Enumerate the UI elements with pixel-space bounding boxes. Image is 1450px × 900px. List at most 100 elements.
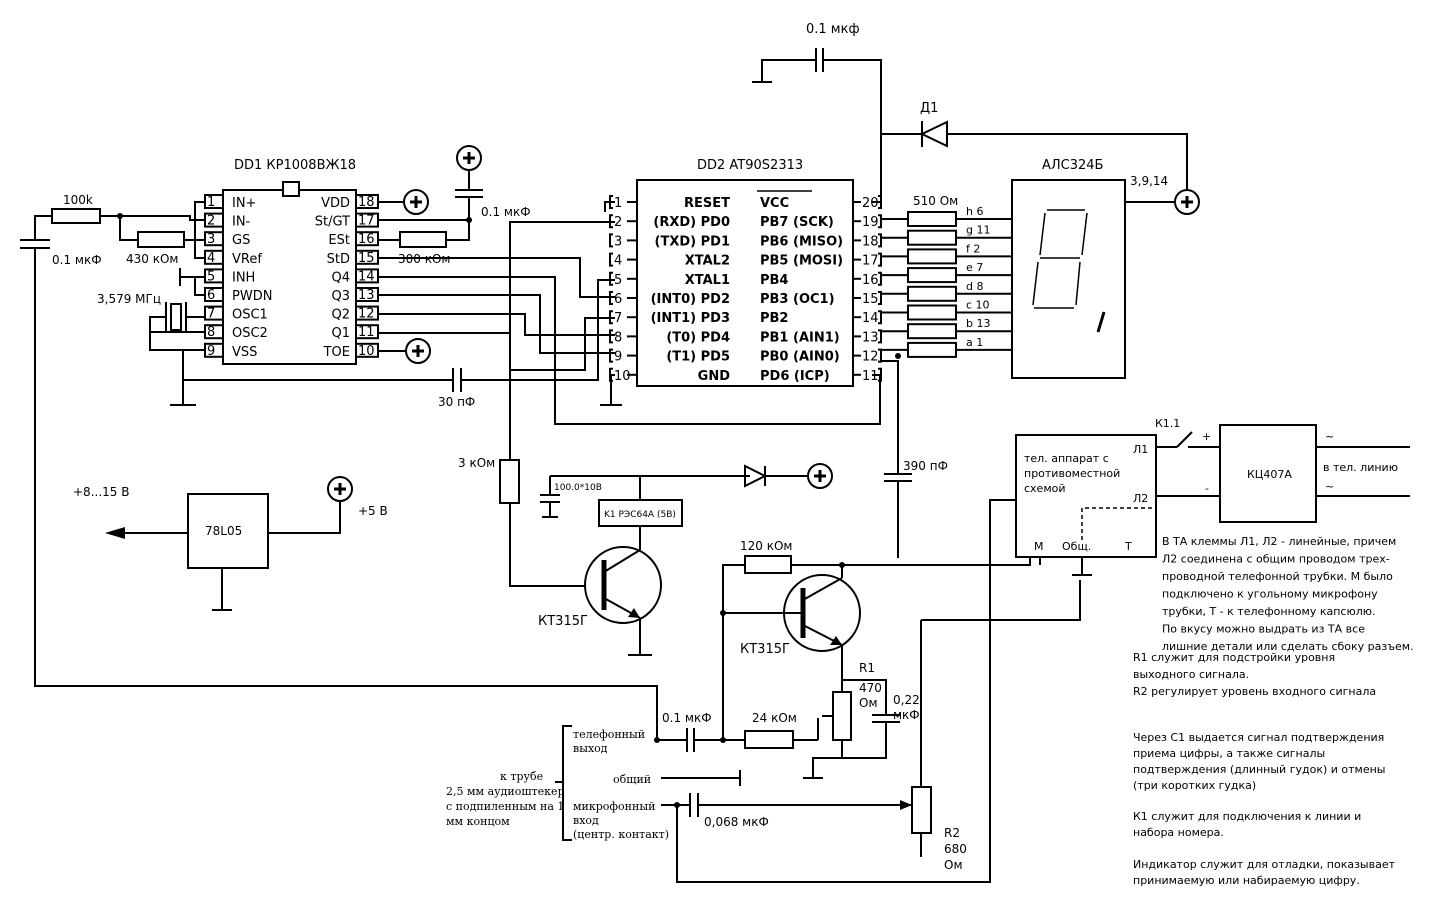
- wire-pwdn: [194, 277, 205, 296]
- wire-inplus-vref: [194, 201, 205, 259]
- pin-number: 14: [358, 269, 375, 284]
- r2-value: 680: [944, 842, 967, 856]
- dd2-pin-1: 1: [609, 195, 637, 211]
- note-line: приема цифры, а также сигналы: [1133, 747, 1325, 760]
- resistor-510: [907, 211, 957, 227]
- t2-arrow: [830, 636, 842, 645]
- resistor-array-row: d 8: [881, 280, 1012, 302]
- dd1-input-network: 0.1 мкФ 100k 430 кОм 3,579 МГц: [20, 193, 658, 740]
- wire-osc-vss: [149, 332, 183, 351]
- r1-value: 470: [859, 681, 882, 695]
- dd2-pin-17: 17: [853, 252, 882, 269]
- plug-label-3: с подпиленным на 1: [446, 800, 564, 813]
- segment-label: h 6: [966, 205, 983, 218]
- t1-arrow: [628, 608, 640, 618]
- pin-number: 9: [614, 350, 622, 365]
- wire-q3: [378, 294, 615, 354]
- note-line: (три коротких гудка): [1133, 779, 1256, 792]
- dd2-pin-label: XTAL1: [685, 273, 730, 288]
- dd2-network: 0.1 мкф Д1 390 пФ: [509, 22, 1200, 558]
- dd1-pin-5: 5: [204, 268, 224, 284]
- resistor-510: [907, 285, 957, 302]
- dd1-pin-label: OSC1: [232, 308, 268, 323]
- pin-number: 4: [207, 251, 215, 266]
- dd1-pin-label: Q1: [331, 326, 350, 341]
- dd1-pin-17: 17: [355, 212, 379, 229]
- c-vdd-label: 0.1 мкФ: [481, 205, 531, 219]
- mic-label-3: (центр. контакт): [573, 828, 669, 841]
- resistor-array-row: h 6: [881, 205, 1012, 227]
- dd1-pin-18: 18: [355, 194, 379, 210]
- display-title: АЛС324Б: [1042, 158, 1103, 173]
- dd1-pin-11: 11: [355, 324, 379, 340]
- wire-vss: [182, 349, 205, 405]
- dd1-body: [222, 189, 357, 365]
- dd1-pin-8: 8: [204, 324, 224, 340]
- r-3k-label: 3 кОм: [458, 456, 495, 470]
- pin-bracket: [878, 214, 882, 229]
- r2-wiper-arrow: [900, 800, 912, 810]
- plug-label-4: мм концом: [446, 815, 510, 828]
- led-display: АЛС324Б 3,9,14: [1011, 158, 1168, 379]
- dd1-pin-7: 7: [204, 305, 224, 322]
- pin-bracket: [878, 310, 882, 325]
- pin-number: 4: [614, 254, 622, 269]
- dd2-pin-label: (T0) PD4: [666, 330, 730, 345]
- dd2-pin-5: 5: [609, 271, 637, 288]
- bridge-label: КЦ407А: [1247, 468, 1292, 481]
- dd2-pin-20: 20: [853, 195, 882, 211]
- phone-dashed-link: [1081, 507, 1156, 540]
- wire-022-top: [842, 679, 887, 715]
- seg-c: [1075, 261, 1081, 306]
- pin-number: 15: [358, 251, 375, 266]
- audio-labels: телефонный выход общий микрофонный вход …: [446, 728, 669, 841]
- note-line: R1 служит для подстройки уровня: [1133, 651, 1335, 664]
- pin-number: 17: [358, 214, 375, 229]
- wire-osc2: [149, 316, 205, 333]
- seg-b: [1081, 212, 1088, 256]
- phone-box-line3: схемой: [1024, 482, 1066, 495]
- pin-number: 8: [207, 325, 215, 340]
- dd1-notch: [282, 181, 300, 197]
- bridge-kc407a: [1219, 424, 1317, 523]
- tel-out-label-2: выход: [573, 742, 608, 755]
- pin-number: 12: [358, 307, 375, 322]
- resistor-24k: [744, 730, 794, 749]
- dd1-pin-6: 6: [204, 287, 224, 303]
- r2-label: R2: [944, 826, 960, 840]
- wire-t2-collector-m: [841, 548, 1031, 578]
- crystal-label: 3,579 МГц: [97, 292, 161, 306]
- tel-out-label: телефонный: [573, 728, 645, 741]
- phone-box-line1: тел. аппарат с: [1024, 452, 1109, 465]
- pin-bracket: [609, 348, 613, 363]
- pin-bracket: [878, 271, 882, 286]
- pin-bracket: [609, 271, 613, 286]
- dd1-pin-label: INH: [232, 270, 255, 285]
- dd2-pin-label: PB4: [760, 273, 788, 288]
- dd1-pin-label: VDD: [321, 196, 350, 211]
- pin-number: 2: [614, 215, 622, 230]
- c022-label: 0,22: [893, 693, 920, 707]
- dd2-pin-label: VCC: [760, 196, 789, 211]
- dd2-pin-3: 3: [609, 233, 637, 249]
- wire-reset: [604, 201, 615, 212]
- note-line: лишние детали или сделать сбоку разъем.: [1162, 640, 1414, 653]
- pin-bracket: [609, 329, 613, 344]
- note-line: набора номера.: [1133, 826, 1224, 839]
- dd2-pin-label: PB5 (MOSI): [760, 254, 843, 269]
- wire-q1: [378, 317, 615, 371]
- resistor-array-row: a 1: [881, 336, 1012, 358]
- c022-unit: мкФ: [893, 708, 920, 722]
- phone-box: [1015, 434, 1157, 558]
- pin-number: 9: [207, 344, 215, 359]
- bridge-minus: -: [1205, 482, 1209, 495]
- dd1-pin-label: PWDN: [232, 289, 272, 304]
- wire-300k: [446, 238, 470, 241]
- dd1-right-network: 0.1 мкФ 300 кОм 30 пФ: [183, 145, 881, 425]
- diode-icon: [744, 464, 768, 488]
- pin-box: [204, 305, 224, 321]
- r-24k-label: 24 кОм: [752, 711, 797, 725]
